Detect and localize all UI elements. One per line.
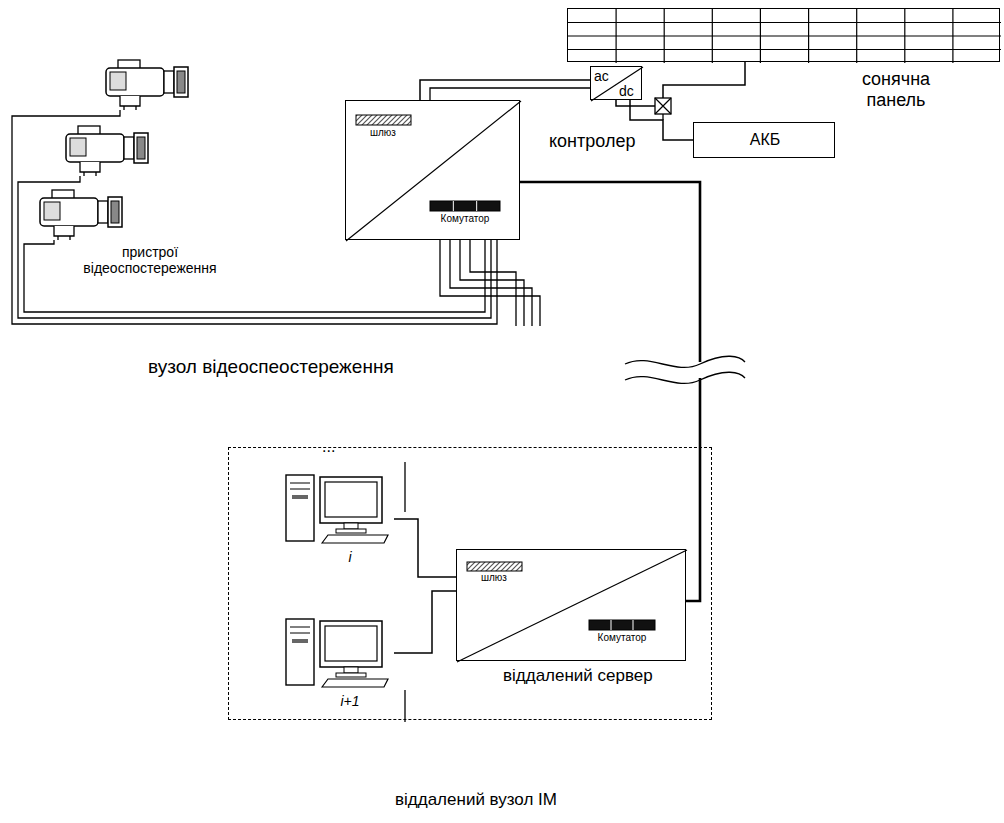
connector-path (394, 519, 456, 577)
computer-art (284, 469, 394, 549)
computer: i (284, 469, 394, 549)
connector-line (520, 182, 700, 601)
node-text: сонячна панель (841, 69, 951, 110)
break-mark (630, 362, 760, 378)
node-text: шлюз (481, 572, 507, 584)
solar-panel-art (568, 9, 1001, 63)
node-text: i+1 (340, 693, 359, 709)
node-text: ac (594, 68, 609, 84)
gateway-switch-art (457, 550, 687, 662)
connector-line (420, 80, 590, 100)
node-caption: вузол відеоспеостереження (148, 356, 394, 378)
device-label: пристрої відеоспостереження (55, 244, 245, 276)
node-text: контролер (549, 131, 635, 152)
node-text: dc (619, 83, 634, 99)
node-text: i (348, 549, 351, 565)
computer: i+1 (284, 613, 394, 693)
camera (106, 60, 188, 110)
node-text: Комутатор (441, 213, 490, 225)
computer-art (284, 613, 394, 693)
node-text: шлюз (370, 127, 396, 139)
gateway-switch: шлюзКомутатор (345, 100, 520, 240)
connector-line (394, 591, 456, 653)
gateway-switch: шлюзКомутатор (456, 549, 686, 661)
node-text: АКБ (750, 131, 781, 149)
node-text: віддалений вузол ІМ (395, 790, 557, 810)
server-label: віддалений сервер (503, 666, 653, 686)
battery-box: АКБ (693, 122, 835, 158)
connector-line (394, 519, 456, 577)
connector-path (520, 182, 700, 601)
connector-path (420, 80, 590, 100)
gateway-switch-art (346, 101, 521, 241)
camera (40, 190, 122, 240)
ellipsis: ... (322, 438, 335, 456)
node-text: Комутатор (598, 632, 647, 644)
junction-box (655, 98, 671, 114)
camera (66, 126, 148, 176)
ac-dc-controller: acdcконтролер (590, 66, 642, 100)
connector-path (394, 591, 456, 653)
solar-panel: сонячна панель (567, 8, 1000, 62)
